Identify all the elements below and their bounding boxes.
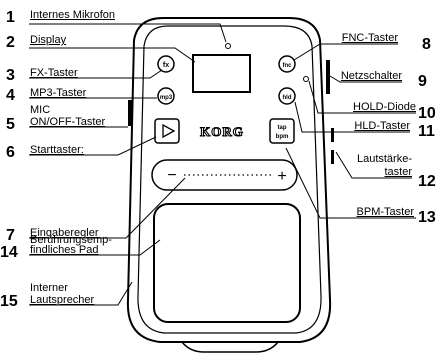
callout-9-number: 9 [418,73,427,90]
callout-7-number: 7 [6,227,15,244]
callout-14-number: 14 [0,244,18,261]
callout-1-label: Internes Mikrofon [30,9,115,21]
callout-2-number: 2 [6,34,15,51]
callout-3-label: FX-Taster [30,67,78,79]
callout-10-number: 10 [418,105,436,122]
power-switch-shape [326,60,330,94]
callout-11-label: HLD-Taster [354,120,410,132]
hold-diode [303,76,309,82]
svg-text:hld: hld [283,95,292,101]
callout-4-number: 4 [6,87,15,104]
callout-12-label-line2: taster [384,166,412,178]
brand-logo: KORG [200,124,244,139]
callout-13-label: BPM-Taster [356,206,414,218]
callout-14-label-line1: Berührungsemp- [30,234,112,246]
callout-5-label-line2: ON/OFF-Taster [30,116,106,128]
svg-text:fx: fx [163,62,169,69]
mic-switch-shape [128,100,132,126]
callout-6-label: Starttaster: [30,144,84,156]
slider-minus: − [167,167,176,184]
callout-6-number: 6 [6,144,15,161]
callout-12-label-line1: Lautstärke- [356,153,412,165]
callout-13-number: 13 [418,209,436,226]
callout-8-label: FNC-Taster [341,32,398,44]
tap-bpm-button[interactable]: tap bpm [269,118,295,144]
play-icon [162,123,176,139]
leader-lines [29,23,416,306]
callout-8-number: 8 [422,36,431,53]
callout-3-number: 3 [6,67,15,84]
callout-2-label: Display [30,34,67,46]
fnc-button[interactable]: fnc [278,55,296,73]
display [192,54,251,93]
svg-text:bpm: bpm [276,134,289,140]
callout-5-label-line1: MIC [30,104,51,116]
microphone-hole [225,43,231,49]
callout-4-label: MP3-Taster [30,87,87,99]
callout-14-label-line2: findliches Pad [30,244,99,256]
slider-plus: + [277,168,286,185]
callout-11-number: 11 [418,123,435,140]
fx-button[interactable]: fx [157,55,175,73]
callout-15-label-line1: Interner [30,282,68,294]
start-button[interactable] [154,118,180,144]
hld-button[interactable]: hld [278,87,296,105]
callout-5-number: 5 [6,116,15,133]
callout-1-number: 1 [6,9,15,26]
touch-pad[interactable] [153,203,301,323]
callout-15-number: 15 [0,293,18,310]
callout-15-label-line2: Lautsprecher [30,294,95,306]
svg-text:fnc: fnc [283,63,293,69]
mp3-button[interactable]: mp3 [157,87,175,105]
callout-9-label: Netzschalter [340,70,402,82]
input-slider[interactable]: − + [151,159,298,191]
callout-7-label: Eingaberegler [30,227,99,239]
svg-text:tap: tap [278,125,287,131]
callout-12-number: 12 [418,173,436,190]
callout-10-label: HOLD-Diode [353,101,416,113]
svg-text:mp3: mp3 [160,95,173,101]
